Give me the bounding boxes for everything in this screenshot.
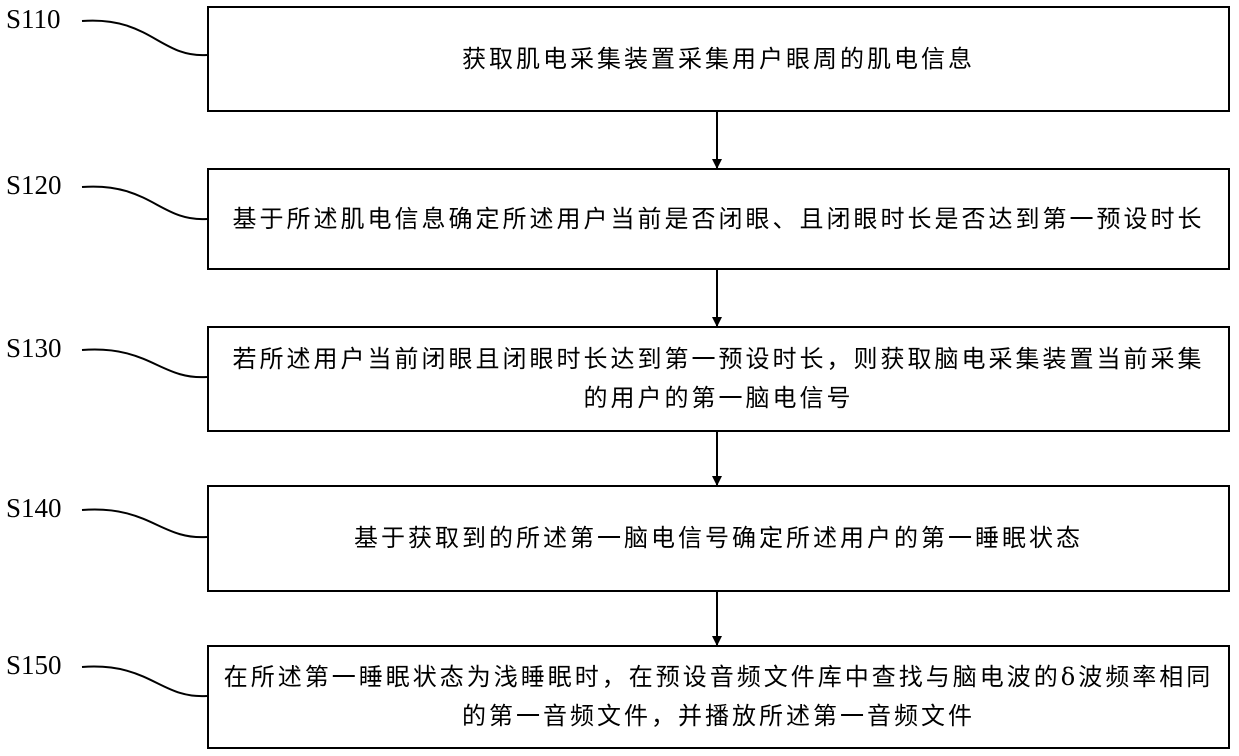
step-text-s150: 在所述第一睡眠状态为浅睡眠时，在预设音频文件库中查找与脑电波的δ波频率相同的第一… xyxy=(223,658,1214,736)
step-text-s130: 若所述用户当前闭眼且闭眼时长达到第一预设时长，则获取脑电采集装置当前采集的用户的… xyxy=(223,340,1214,418)
step-box-s120: 基于所述肌电信息确定所述用户当前是否闭眼、且闭眼时长是否达到第一预设时长 xyxy=(207,168,1230,270)
leader-line-s120 xyxy=(82,187,207,220)
leader-line-s110 xyxy=(82,21,207,56)
step-label-s150: S150 xyxy=(6,652,62,679)
step-box-s150: 在所述第一睡眠状态为浅睡眠时，在预设音频文件库中查找与脑电波的δ波频率相同的第一… xyxy=(207,645,1230,749)
step-box-s130: 若所述用户当前闭眼且闭眼时长达到第一预设时长，则获取脑电采集装置当前采集的用户的… xyxy=(207,326,1230,432)
leader-line-s130 xyxy=(82,350,207,378)
step-text-s110: 获取肌电采集装置采集用户眼周的肌电信息 xyxy=(462,40,975,79)
leader-line-s150 xyxy=(82,667,207,697)
step-text-s120: 基于所述肌电信息确定所述用户当前是否闭眼、且闭眼时长是否达到第一预设时长 xyxy=(233,200,1205,239)
step-label-s120: S120 xyxy=(6,172,62,199)
step-box-s140: 基于获取到的所述第一脑电信号确定所述用户的第一睡眠状态 xyxy=(207,485,1230,592)
step-label-s130: S130 xyxy=(6,335,62,362)
step-box-s110: 获取肌电采集装置采集用户眼周的肌电信息 xyxy=(207,6,1230,112)
step-label-s140: S140 xyxy=(6,495,62,522)
step-label-s110: S110 xyxy=(6,6,61,33)
leader-line-s140 xyxy=(82,510,207,538)
step-text-s140: 基于获取到的所述第一脑电信号确定所述用户的第一睡眠状态 xyxy=(354,519,1083,558)
